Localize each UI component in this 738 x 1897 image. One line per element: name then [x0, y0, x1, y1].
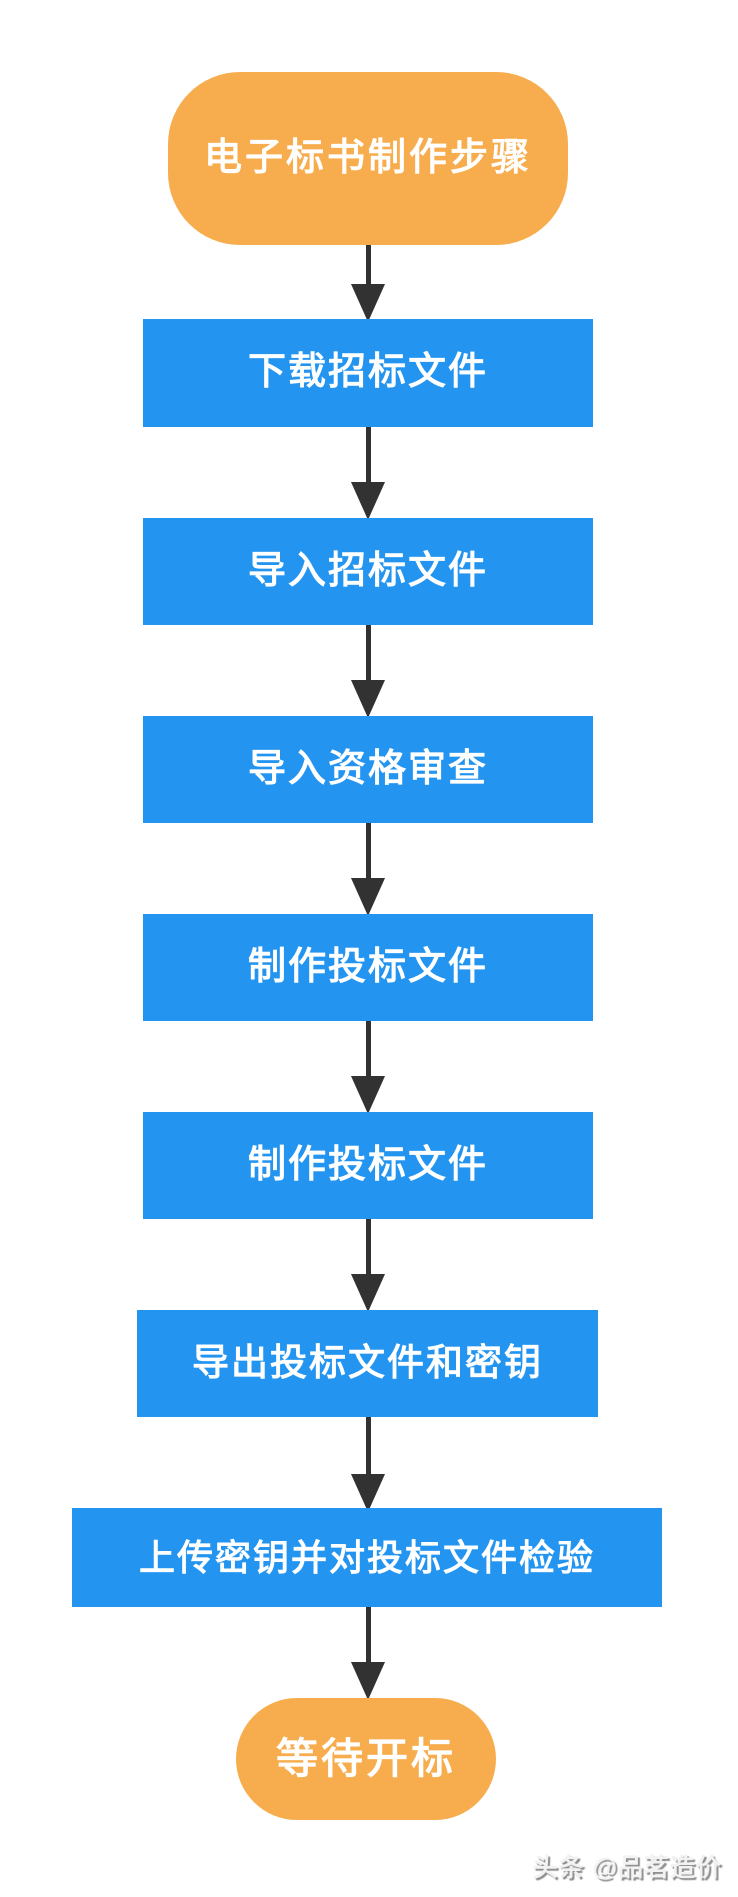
down-arrow — [351, 1607, 385, 1700]
arrow-head-icon — [351, 1076, 385, 1114]
flow-step-download-tender-file: 下载招标文件 — [143, 319, 593, 427]
flow-step-export-bid-file-and-key: 导出投标文件和密钥 — [137, 1310, 598, 1417]
arrow-head-icon — [351, 482, 385, 520]
arrow-shaft — [365, 823, 371, 878]
arrow-shaft — [365, 245, 371, 284]
arrow-head-icon — [351, 284, 385, 322]
flow-step-make-bid-file: 制作投标文件 — [143, 914, 593, 1021]
arrow-shaft — [365, 427, 371, 482]
flow-step-import-qualification-review: 导入资格审查 — [143, 716, 593, 823]
arrow-head-icon — [351, 1274, 385, 1312]
flow-step-make-bid-file-2: 制作投标文件 — [143, 1112, 593, 1219]
arrow-shaft — [365, 1219, 371, 1274]
flow-start-node: 电子标书制作步骤 — [168, 72, 568, 245]
arrow-head-icon — [351, 680, 385, 718]
arrow-head-icon — [351, 1474, 385, 1512]
watermark: 头条 @品茗造价 — [532, 1854, 722, 1882]
arrow-shaft — [365, 625, 371, 680]
flow-step-upload-key-and-verify-bid-file: 上传密钥并对投标文件检验 — [72, 1508, 662, 1607]
arrow-shaft — [365, 1607, 371, 1662]
down-arrow — [351, 245, 385, 322]
flow-end-node: 等待开标 — [236, 1698, 496, 1820]
flow-step-import-tender-file: 导入招标文件 — [143, 518, 593, 625]
arrow-head-icon — [351, 878, 385, 916]
down-arrow — [351, 1021, 385, 1114]
down-arrow — [351, 823, 385, 916]
arrow-shaft — [365, 1417, 371, 1474]
down-arrow — [351, 427, 385, 520]
down-arrow — [351, 1417, 385, 1512]
arrow-head-icon — [351, 1662, 385, 1700]
arrow-shaft — [365, 1021, 371, 1076]
down-arrow — [351, 1219, 385, 1312]
down-arrow — [351, 625, 385, 718]
